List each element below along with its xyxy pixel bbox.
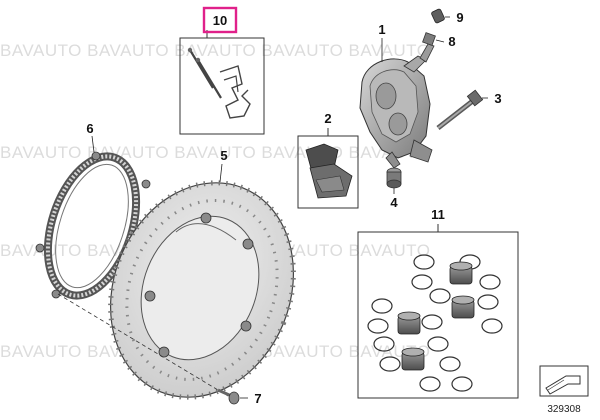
callout-2: 2: [324, 111, 331, 126]
part-1-brake-caliper: [359, 55, 433, 169]
part-8-bleed-valve: [419, 32, 436, 63]
callout-5: 5: [220, 148, 227, 163]
watermark-row: BAVAUTO BAVAUTO BAVAUTO BAVAUTO BAVAUTO: [0, 41, 430, 60]
piston: [449, 261, 473, 285]
part-11-repair-kit: [357, 224, 519, 399]
reference-number: 329308: [547, 404, 581, 415]
callout-10-highlight: [202, 6, 238, 34]
pin: [197, 59, 222, 99]
callout-1: 1: [378, 22, 385, 37]
part-7-disc-bolt: [217, 388, 240, 405]
part-2-brake-pads: [297, 128, 359, 209]
spring-clip: [219, 65, 251, 119]
callout-4: 4: [390, 195, 398, 210]
part-4-sleeve: [386, 167, 402, 189]
part-9-dust-cap: [431, 8, 445, 24]
callout-8: 8: [448, 34, 455, 49]
part-10-mounting-kit: [179, 30, 265, 135]
piston: [401, 347, 425, 371]
callout-9: 9: [456, 10, 463, 25]
watermark-row: BAVAUTO BAVAUTO BAVAUTO BAVAUTO BAVAUTO: [0, 143, 430, 162]
callout-6: 6: [86, 121, 93, 136]
piston: [397, 311, 421, 335]
part-3-bolt: [436, 89, 484, 130]
callout-7: 7: [254, 391, 261, 406]
pin: [189, 49, 214, 89]
part-5-brake-disc: [108, 180, 296, 400]
callout-11: 11: [431, 207, 445, 222]
callout-10: 10: [213, 13, 227, 28]
arrow-plate-icon: [539, 365, 589, 397]
callout-3: 3: [494, 91, 501, 106]
piston: [451, 295, 475, 319]
assembly-line: [57, 293, 229, 397]
kit-box: [179, 37, 265, 135]
